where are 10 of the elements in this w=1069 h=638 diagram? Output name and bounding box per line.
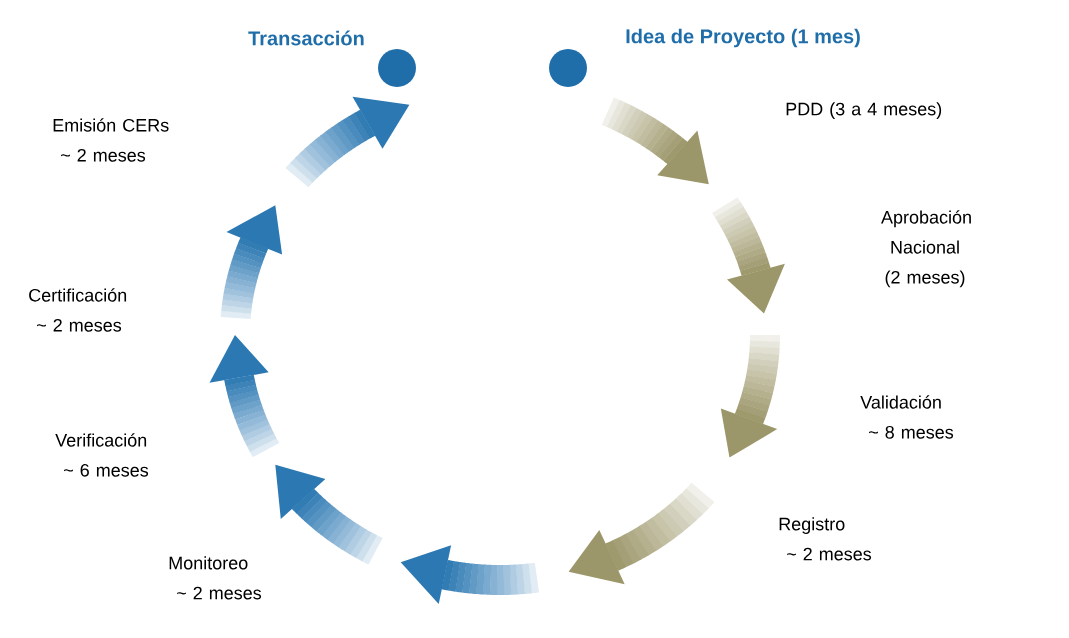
step-label: PDD (3 a 4 meses) — [786, 102, 942, 119]
step-label: Emisión CERs ~ 2 meses — [53, 118, 169, 162]
step-label: Validación ~ 8 meses — [860, 395, 954, 439]
step-label: Registro ~ 2 meses — [779, 517, 872, 561]
step-label: Aprobación Nacional (2 meses) — [881, 210, 971, 288]
heading-text: Idea de Proyecto (1 mes) — [626, 28, 860, 48]
step-label: Monitoreo ~ 2 meses — [169, 556, 262, 600]
step-label: Verificación ~ 6 meses — [55, 433, 149, 477]
step-label: Certificación ~ 2 meses — [29, 288, 127, 332]
heading-text: Transacción — [248, 30, 364, 46]
